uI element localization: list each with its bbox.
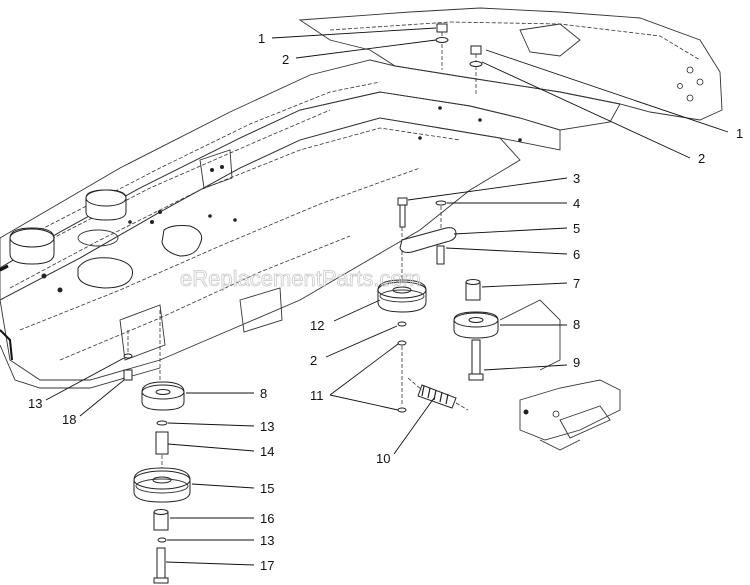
callout-10: 10 — [376, 451, 390, 466]
lower-pulley-stack — [123, 310, 191, 584]
callout-13: 13 — [260, 419, 274, 434]
callout-8: 8 — [260, 386, 267, 401]
callout-18: 18 — [62, 412, 76, 427]
callout-11: 11 — [310, 388, 324, 403]
callout-16: 16 — [260, 511, 274, 526]
watermark: eReplacementParts.com — [180, 266, 421, 291]
callout-1: 1 — [258, 31, 265, 46]
right-mount-bracket — [499, 299, 621, 451]
callout-2: 2 — [698, 151, 705, 166]
callout-3: 3 — [573, 171, 580, 186]
top-bolt-left — [435, 23, 449, 70]
leader-lines — [45, 27, 729, 566]
callout-14: 14 — [260, 444, 274, 459]
callout-9: 9 — [573, 355, 580, 370]
callout-5: 5 — [573, 221, 580, 236]
top-bolt-right — [469, 45, 483, 96]
idler-arm-assembly — [377, 197, 499, 413]
callout-8: 8 — [573, 317, 580, 332]
callout-2: 2 — [282, 52, 289, 67]
callout-15: 15 — [260, 481, 274, 496]
callout-12: 12 — [310, 318, 324, 333]
callout-17: 17 — [260, 558, 274, 573]
callout-13: 13 — [260, 533, 274, 548]
callout-13: 13 — [28, 396, 42, 411]
callout-2: 2 — [310, 353, 317, 368]
deck-spindle-housings — [9, 189, 203, 289]
chassis-frame — [0, 7, 723, 389]
callout-4: 4 — [573, 196, 580, 211]
callout-7: 7 — [573, 276, 580, 291]
callout-6: 6 — [573, 247, 580, 262]
callout-labels: 1 2 1 2 3 4 5 6 7 8 12 2 9 11 13 18 8 13… — [28, 31, 743, 573]
callout-1: 1 — [736, 126, 743, 141]
